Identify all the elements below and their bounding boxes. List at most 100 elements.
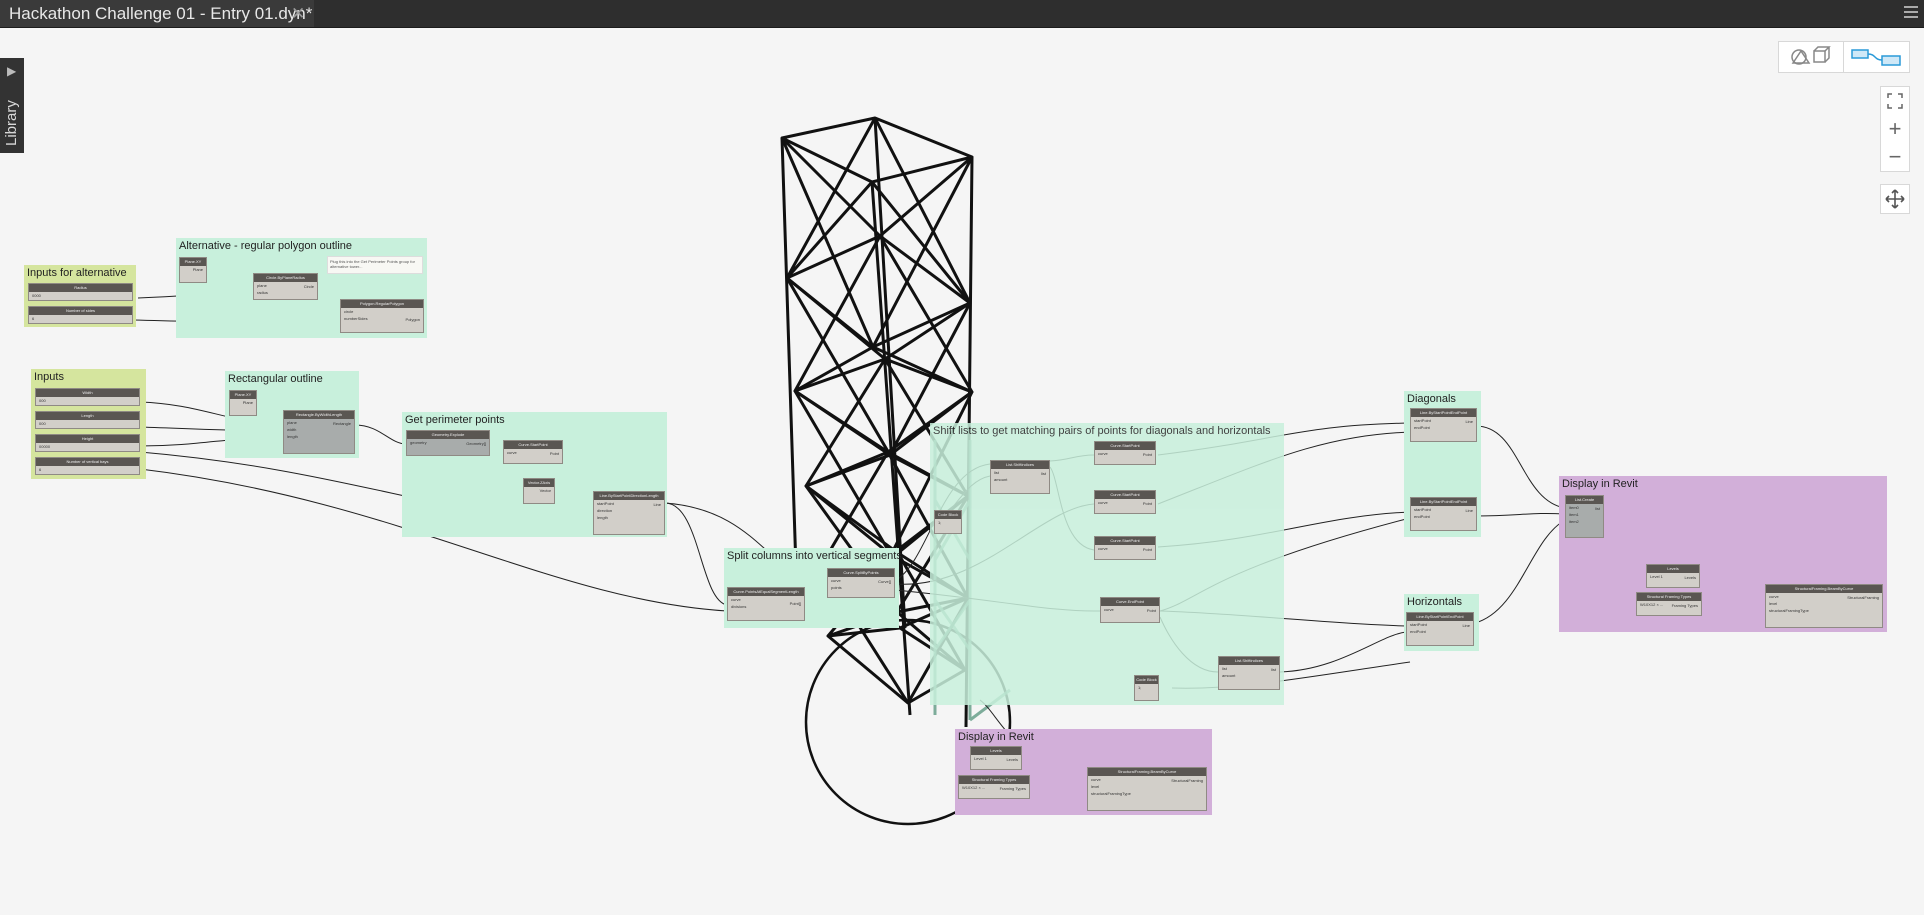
node-height-slider[interactable]: Height 00000 <box>35 434 140 452</box>
node-structural-framing-types-right[interactable]: Structural Framing Types W10X12 × ... Fr… <box>1636 592 1702 616</box>
fit-view-icon <box>1887 93 1903 109</box>
port-in: amount <box>1222 673 1236 678</box>
node-levels-right[interactable]: Levels Level 1 Levels <box>1646 564 1700 588</box>
graph-view-button[interactable] <box>1844 42 1908 72</box>
dropdown-value[interactable]: Level 1 <box>974 756 987 761</box>
zoom-fit-button[interactable] <box>1881 87 1909 115</box>
note-plug-alternative[interactable]: Plug this into the Get Perimeter Points … <box>327 256 423 274</box>
port-out: Framing Types <box>1671 603 1698 608</box>
dropdown-value[interactable]: W10X12 × ... <box>1640 602 1664 607</box>
node-title: Length <box>36 412 139 420</box>
node-plane-xy-rect[interactable]: Plane.XY Plane <box>229 390 257 416</box>
node-line-by-startpoint-direction-length[interactable]: Line.ByStartPointDirectionLength startPo… <box>593 491 665 535</box>
node-title: Levels <box>971 747 1021 755</box>
port-out: Plane <box>242 400 253 405</box>
port-out: Levels <box>1684 575 1696 580</box>
group-title: Display in Revit <box>1562 478 1638 490</box>
node-title: Number of vertical bays <box>36 458 139 466</box>
node-radius-slider[interactable]: Radius 0000 <box>28 283 133 301</box>
library-panel-toggle[interactable]: ▶ Library <box>0 58 24 153</box>
node-curve-split-by-points[interactable]: Curve.SplitByPoints curve points Curve[] <box>827 568 895 598</box>
close-icon[interactable]: ✕ <box>291 4 306 23</box>
port-in: startPoint <box>597 501 614 506</box>
node-title: Line.ByStartPointEndPoint <box>1411 409 1476 417</box>
node-levels-bottom[interactable]: Levels Level 1 Levels <box>970 746 1022 770</box>
node-title: Curve.EndPoint <box>1101 598 1159 606</box>
port-in: structuralFramingType <box>1769 608 1809 613</box>
dropdown-value[interactable]: W10X12 × ... <box>962 785 986 790</box>
node-curve-startpoint[interactable]: Curve.StartPoint curve Point <box>503 440 563 464</box>
port-out: Curve[] <box>878 579 891 584</box>
node-beam-by-curve-bottom[interactable]: StructuralFraming.BeamByCurve curve leve… <box>1087 767 1207 811</box>
port-out: Polygon <box>405 317 420 322</box>
node-circle-by-plane-radius[interactable]: Circle.ByPlaneRadius plane radius Circle <box>253 273 318 300</box>
port-in: plane <box>287 420 297 425</box>
node-title: Polygon.RegularPolygon <box>341 300 423 308</box>
hamburger-menu-icon[interactable] <box>1904 6 1918 20</box>
node-structural-framing-types-bottom[interactable]: Structural Framing Types W10X12 × ... Fr… <box>958 775 1030 799</box>
zoom-out-button[interactable]: − <box>1888 144 1902 169</box>
node-curve-startpoint-3[interactable]: Curve.StartPoint curve Point <box>1094 536 1156 560</box>
node-vector-zaxis[interactable]: Vector.ZAxis Vector <box>523 478 555 504</box>
port-in: list <box>1222 666 1227 671</box>
node-polygon-regular[interactable]: Polygon.RegularPolygon circle numberSide… <box>340 299 424 333</box>
node-title: List.ShiftIndices <box>1219 657 1279 665</box>
view-mode-toggle <box>1778 41 1910 73</box>
node-title: Vector.ZAxis <box>524 479 554 487</box>
node-length-slider[interactable]: Length 000 <box>35 411 140 429</box>
node-beam-by-curve-right[interactable]: StructuralFraming.BeamByCurve curve leve… <box>1765 584 1883 628</box>
library-label: Library <box>3 100 20 146</box>
port-out: Line <box>1465 508 1473 513</box>
port-in: list <box>994 470 999 475</box>
node-list-shift-indices-1[interactable]: List.ShiftIndices list amount list <box>990 460 1050 494</box>
node-title: Radius <box>29 284 132 292</box>
zoom-in-button[interactable]: + <box>1888 116 1902 141</box>
port-out: list <box>1041 471 1046 476</box>
node-curve-points-at-equal-segment-length[interactable]: Curve.PointsAtEqualSegmentLength curve d… <box>727 587 805 621</box>
geometry-view-button[interactable] <box>1779 42 1844 72</box>
node-curve-startpoint-1[interactable]: Curve.StartPoint curve Point <box>1094 441 1156 465</box>
port-in: curve <box>1104 607 1114 612</box>
port-in: points <box>831 585 842 590</box>
port-in: level <box>1091 784 1100 789</box>
port-out: Line <box>653 502 661 507</box>
node-title: Line.ByStartPointEndPoint <box>1411 498 1476 506</box>
node-num-sides-slider[interactable]: Number of sides 6 <box>28 306 133 324</box>
node-curve-endpoint[interactable]: Curve.EndPoint curve Point <box>1100 597 1160 623</box>
slider-value: 6 <box>39 467 42 472</box>
node-width-slider[interactable]: Width 000 <box>35 388 140 406</box>
node-title: Plane.XY <box>230 391 256 399</box>
group-title: Split columns into vertical segments <box>727 550 902 562</box>
port-in: plane <box>257 283 267 288</box>
node-geometry-explode[interactable]: Geometry.Explode geometry Geometry[] <box>406 430 490 456</box>
port-in: startPoint <box>1410 622 1427 627</box>
node-code-block-2[interactable]: Code Block 1; <box>1134 675 1159 701</box>
tab-workspace[interactable]: Hackathon Challenge 01 - Entry 01.dyn* <box>0 0 314 27</box>
node-rectangle-by-width-length[interactable]: Rectangle.ByWidthLength plane width leng… <box>283 410 355 454</box>
port-in: circle <box>344 309 354 314</box>
slider-value: 000 <box>39 398 46 403</box>
pan-button[interactable] <box>1880 184 1910 214</box>
port-out: Line <box>1465 419 1473 424</box>
node-curve-startpoint-2[interactable]: Curve.StartPoint curve Point <box>1094 490 1156 514</box>
node-line-by-startpoint-endpoint-1[interactable]: Line.ByStartPointEndPoint startPoint end… <box>1410 408 1477 442</box>
port-in: curve <box>507 450 517 455</box>
node-vertical-bays-slider[interactable]: Number of vertical bays 6 <box>35 457 140 475</box>
code-value: 1; <box>938 520 942 525</box>
node-plane-xy-alt[interactable]: Plane.XY Plane <box>179 257 207 283</box>
node-list-create[interactable]: List.Create item0 item1 item2 list <box>1565 495 1604 538</box>
port-in: structuralFramingType <box>1091 791 1131 796</box>
port-in: level <box>1769 601 1778 606</box>
node-line-by-startpoint-endpoint-3[interactable]: Line.ByStartPointEndPoint startPoint end… <box>1406 612 1474 646</box>
port-out: list <box>1271 667 1276 672</box>
port-out: list <box>1595 506 1600 511</box>
slider-value: 000 <box>39 421 46 426</box>
port-in: curve <box>1098 451 1108 456</box>
dropdown-value[interactable]: Level 1 <box>1650 574 1663 579</box>
port-out: Point <box>549 451 559 456</box>
node-code-block-1[interactable]: Code Block 1; <box>934 510 962 534</box>
port-in: curve <box>831 578 841 583</box>
node-list-shift-indices-2[interactable]: List.ShiftIndices list amount list <box>1218 656 1280 690</box>
port-in: numberSides <box>344 316 368 321</box>
node-line-by-startpoint-endpoint-2[interactable]: Line.ByStartPointEndPoint startPoint end… <box>1410 497 1477 531</box>
